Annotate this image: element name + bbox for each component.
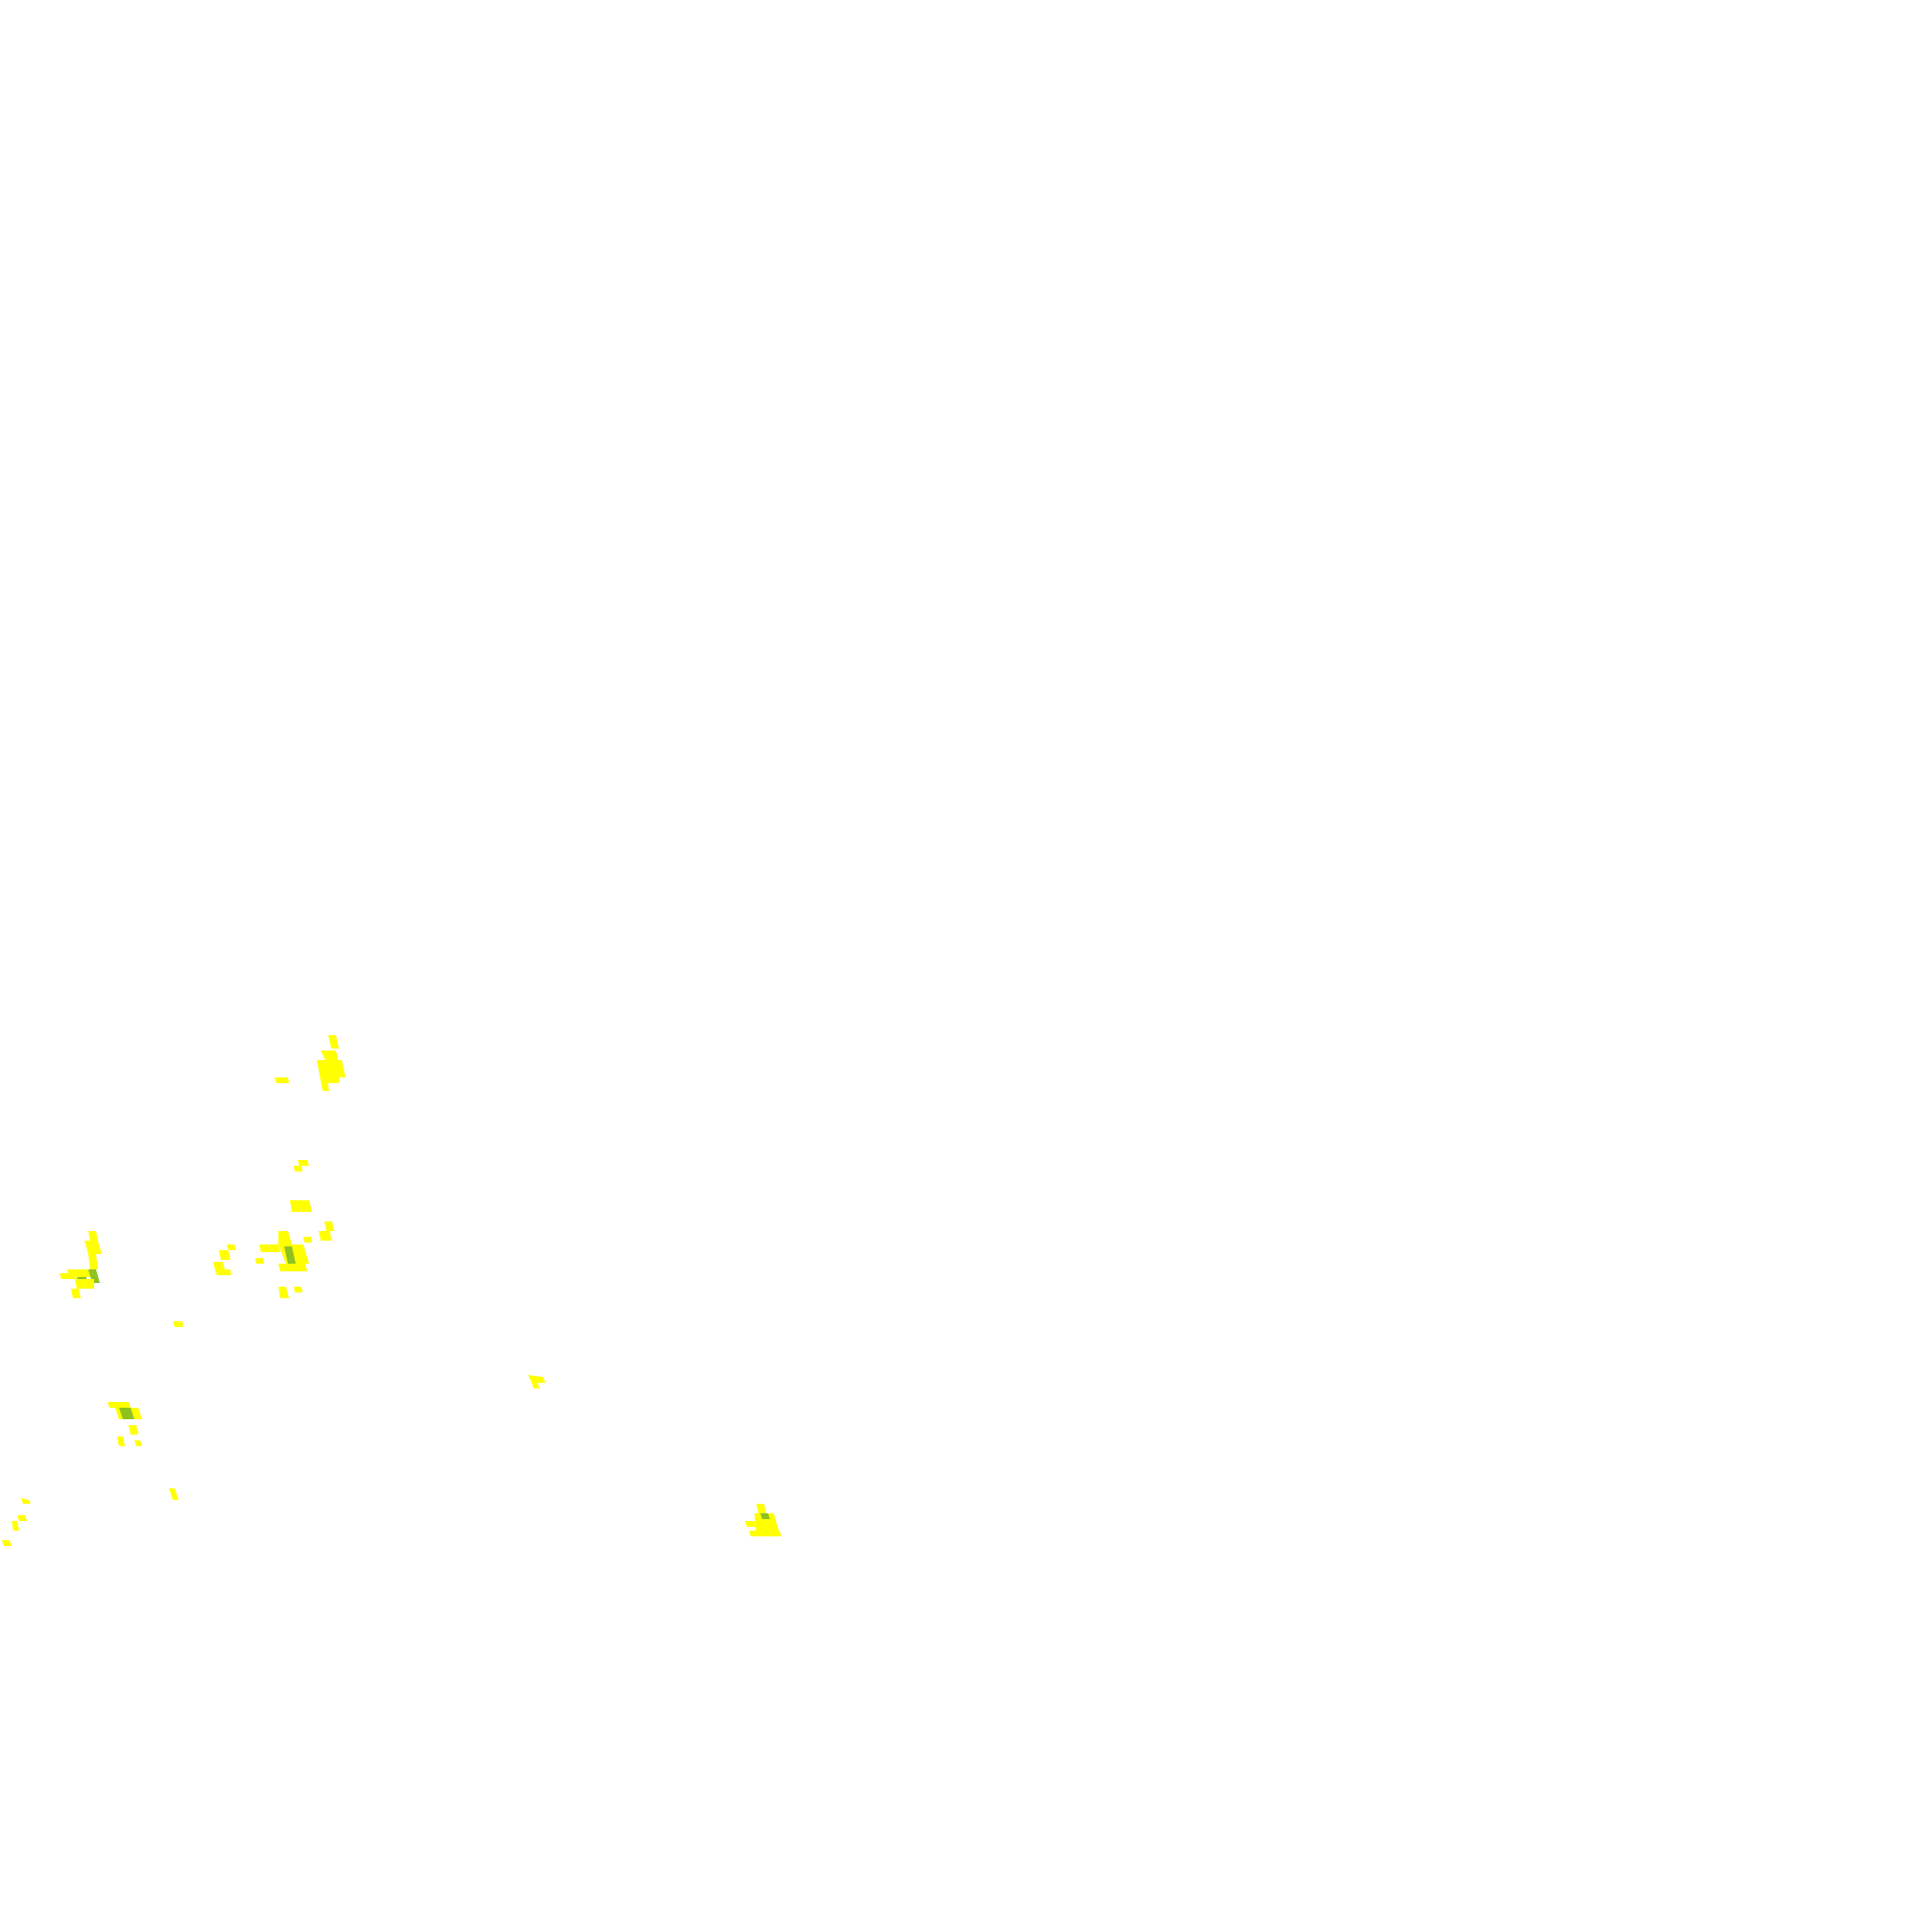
raster-cell bbox=[255, 1258, 264, 1264]
raster-cluster-7 bbox=[108, 1402, 142, 1446]
raster-cell bbox=[134, 1440, 142, 1446]
raster-cell bbox=[108, 1402, 131, 1408]
raster-cell bbox=[317, 1060, 346, 1091]
raster-cell bbox=[213, 1262, 225, 1269]
raster-cluster-6 bbox=[528, 1375, 545, 1389]
raster-cell bbox=[278, 1264, 307, 1271]
raster-cell bbox=[755, 1513, 781, 1536]
raster-cell bbox=[532, 1383, 540, 1389]
raster-cell bbox=[749, 1531, 758, 1536]
raster-cell bbox=[88, 1231, 98, 1241]
raster-cell bbox=[324, 1221, 334, 1231]
raster-cluster-9 bbox=[745, 1504, 781, 1536]
raster-cell bbox=[294, 1287, 302, 1292]
raster-cell bbox=[17, 1515, 27, 1521]
raster-cell bbox=[71, 1289, 81, 1298]
raster-cell bbox=[745, 1521, 756, 1527]
raster-cell bbox=[219, 1250, 230, 1260]
raster-cell bbox=[75, 1279, 94, 1289]
raster-cluster-1 bbox=[275, 1035, 346, 1091]
raster-cell bbox=[298, 1160, 309, 1166]
raster-cell bbox=[290, 1200, 312, 1212]
raster-cluster-2 bbox=[255, 1160, 334, 1298]
raster-cell bbox=[278, 1287, 289, 1298]
raster-cluster-4 bbox=[60, 1231, 102, 1298]
raster-cell bbox=[2, 1540, 12, 1546]
raster-cell bbox=[169, 1488, 179, 1500]
raster-cell bbox=[278, 1231, 309, 1264]
raster-cell bbox=[21, 1498, 31, 1504]
raster-cell bbox=[528, 1375, 545, 1383]
raster-cell bbox=[321, 1051, 338, 1060]
raster-cell bbox=[284, 1246, 296, 1264]
raster-cell bbox=[760, 1513, 770, 1519]
raster-cell bbox=[259, 1244, 280, 1252]
raster-cell bbox=[129, 1425, 138, 1435]
raster-cell bbox=[119, 1408, 134, 1419]
raster-cluster-8 bbox=[2, 1488, 179, 1546]
raster-cell bbox=[328, 1035, 339, 1049]
raster-cell bbox=[319, 1231, 331, 1241]
raster-cell bbox=[303, 1237, 312, 1243]
raster-cell bbox=[60, 1273, 77, 1279]
raster-cell bbox=[294, 1166, 302, 1171]
raster-cell bbox=[84, 1241, 102, 1254]
raster-cell bbox=[117, 1437, 125, 1446]
raster-cell bbox=[173, 1321, 183, 1327]
raster-cell bbox=[756, 1504, 766, 1513]
raster-cell bbox=[12, 1521, 19, 1531]
raster-cluster-5 bbox=[173, 1321, 183, 1327]
raster-cell bbox=[215, 1269, 231, 1275]
raster-cell bbox=[88, 1254, 98, 1269]
raster-cell bbox=[326, 1077, 340, 1083]
raster-cell bbox=[275, 1077, 289, 1083]
raster-cluster-3 bbox=[213, 1244, 236, 1275]
raster-cell bbox=[227, 1244, 236, 1250]
